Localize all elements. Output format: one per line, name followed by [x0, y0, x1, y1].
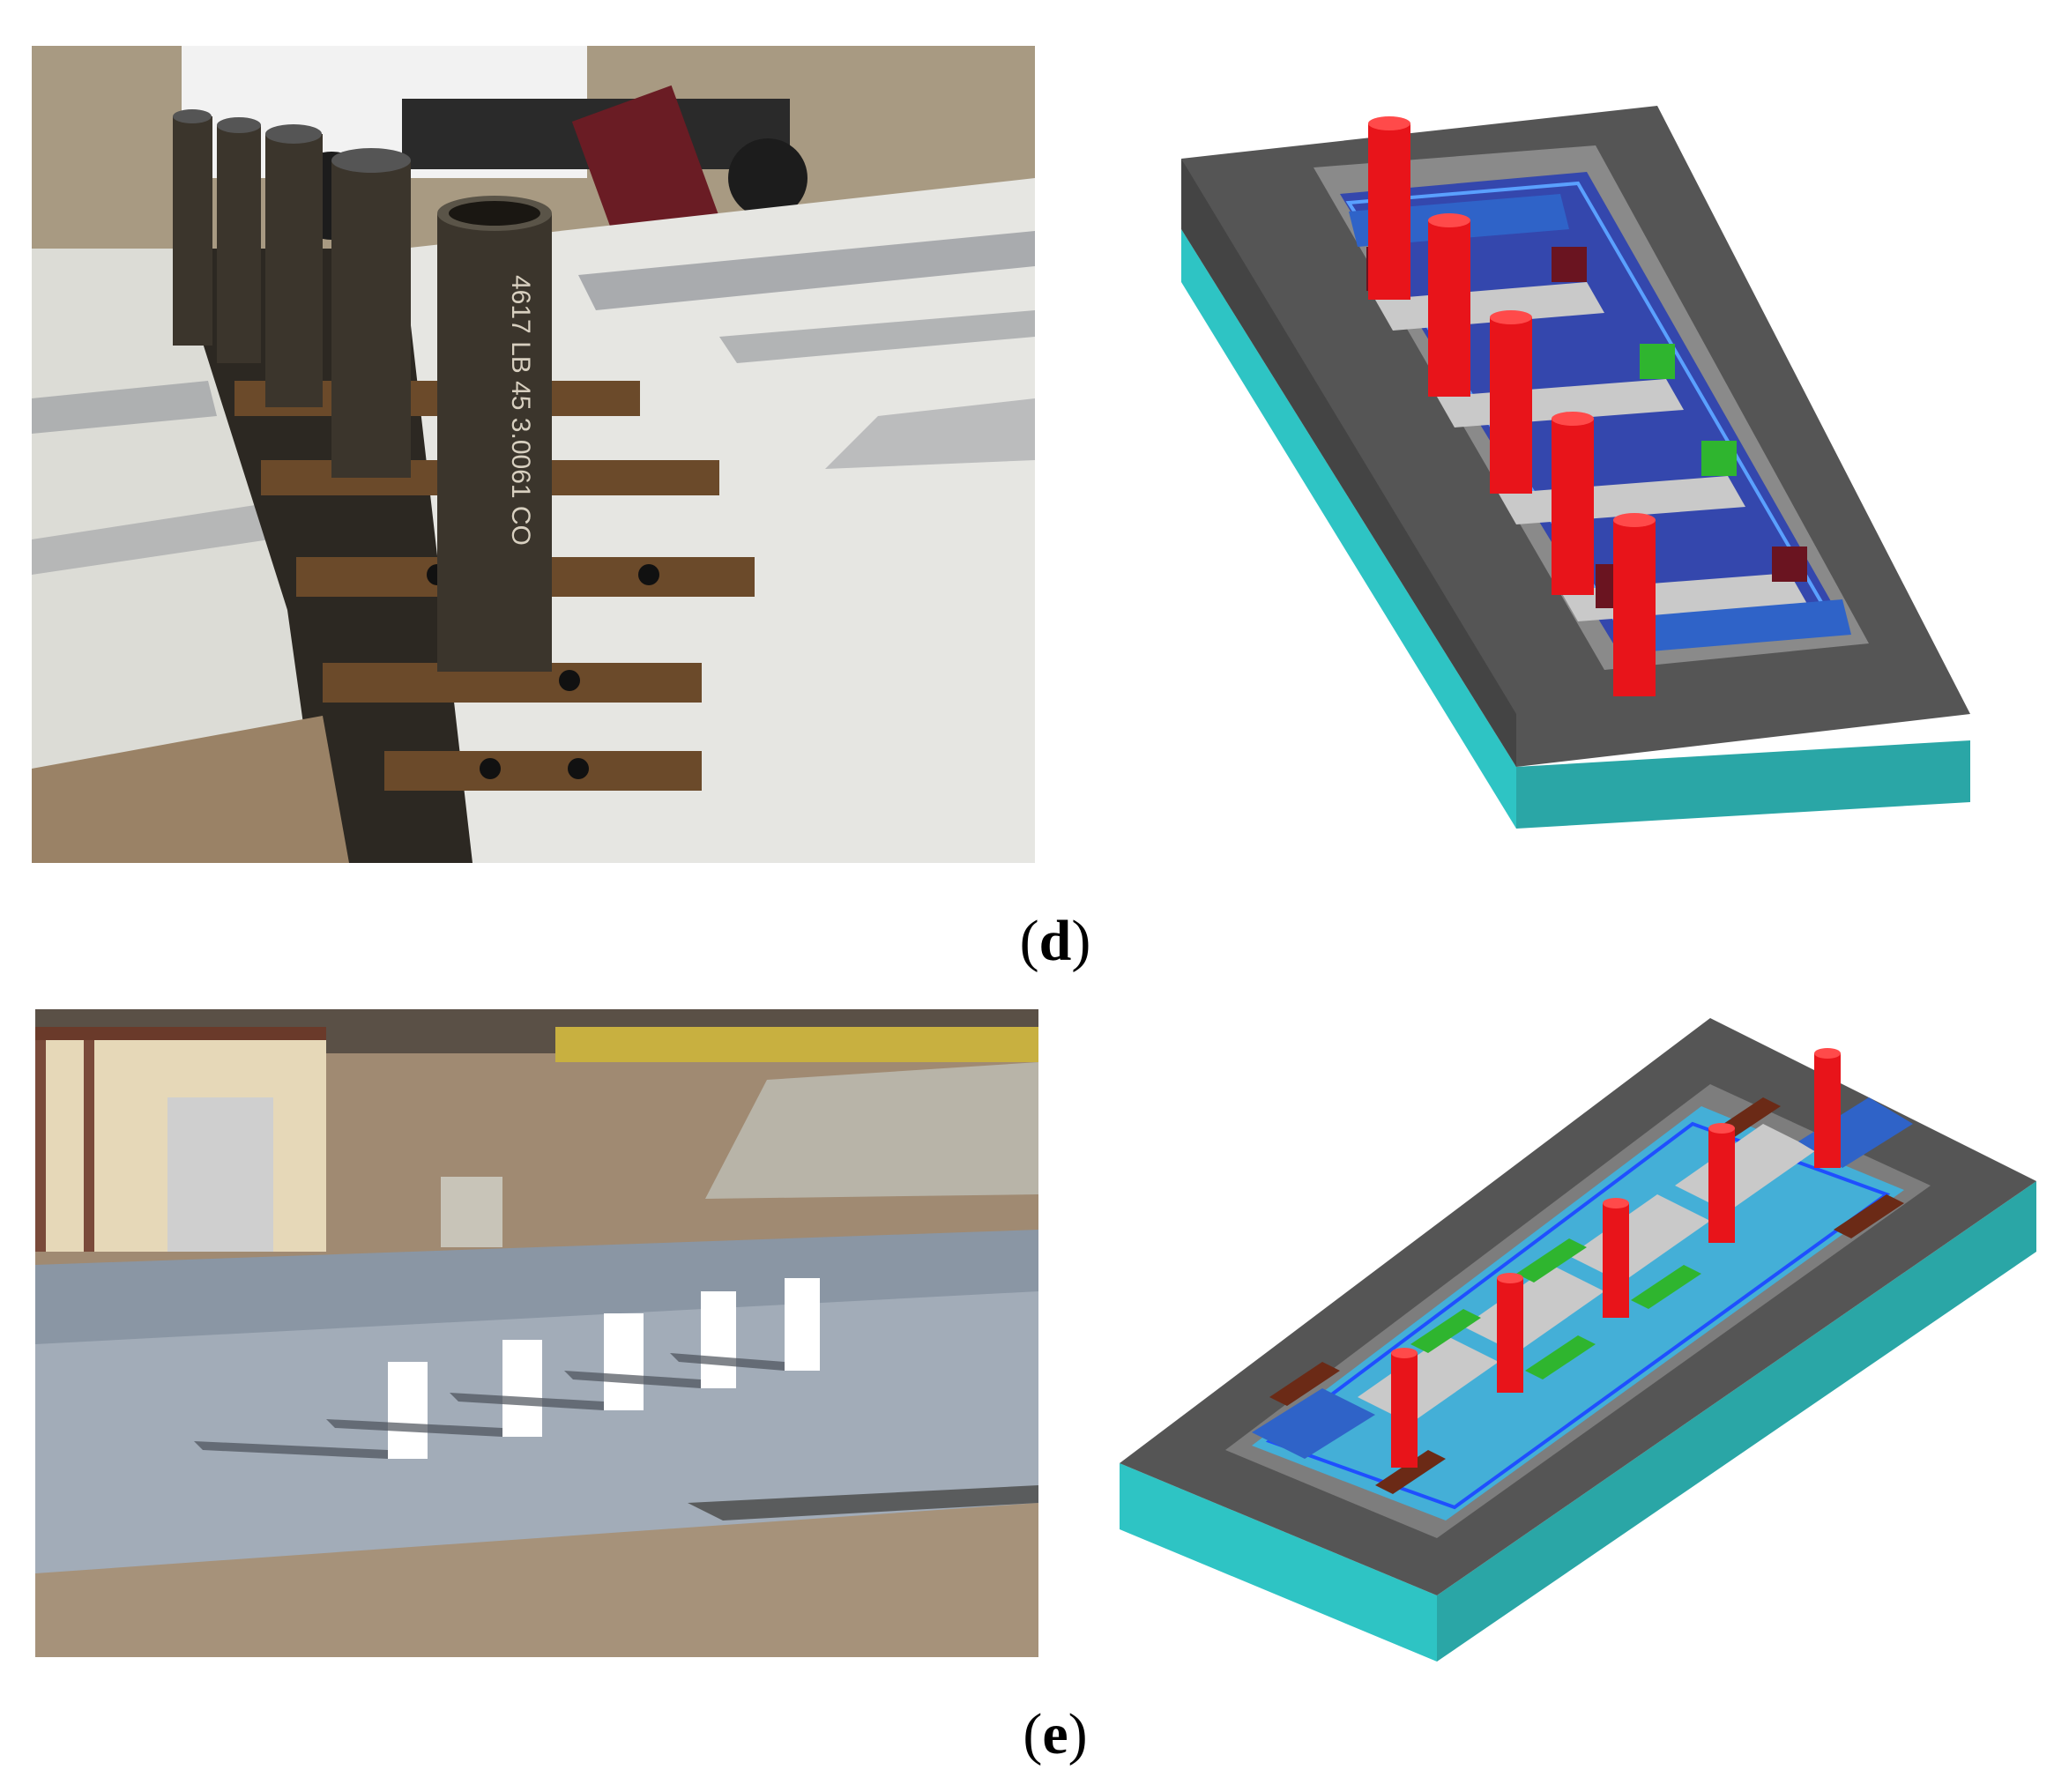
caption-e: (e): [1023, 1702, 1088, 1766]
photo-d-steel-pipe-foundation: 4617 LB 45 3.0061 CO: [32, 46, 1035, 863]
caption-d: (d): [1019, 909, 1091, 973]
white-piers: [194, 1278, 820, 1459]
pipe-marking: 4617 LB 45 3.0061 CO: [506, 275, 535, 546]
model-d-foundation-3d: [1172, 106, 2001, 846]
model-e-foundation-3d: [1111, 1009, 2045, 1662]
photo-e-concrete-piers-site: [35, 1009, 1038, 1657]
red-piers: [1368, 116, 1656, 696]
red-piers: [1391, 1048, 1841, 1468]
steel-pipe-piles: [173, 109, 552, 672]
shed: [35, 1027, 326, 1252]
